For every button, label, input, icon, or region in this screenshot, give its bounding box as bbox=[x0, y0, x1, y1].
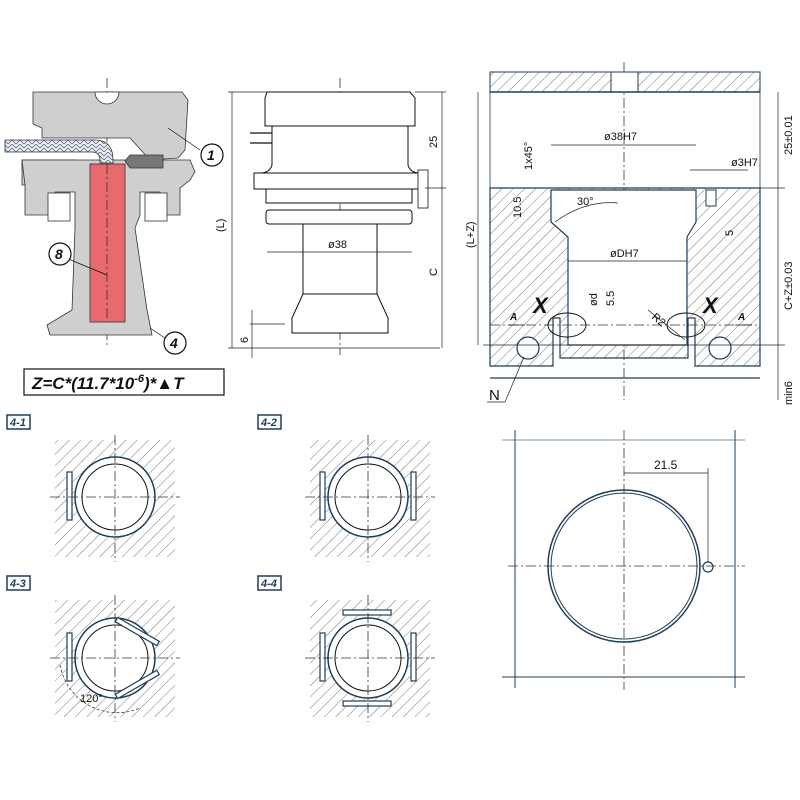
dim-L-plus-Z: (L+Z) bbox=[465, 221, 477, 248]
svg-text:4-3: 4-3 bbox=[9, 578, 26, 590]
dim-d38: ø38 bbox=[328, 239, 347, 251]
dim-30deg: 30° bbox=[577, 196, 594, 208]
label-X-right: X bbox=[701, 293, 719, 318]
variant-tag: 4-3 bbox=[6, 575, 31, 591]
part-8-insert bbox=[89, 163, 126, 323]
callout-1: 1 bbox=[167, 127, 224, 167]
dim-d3H7: ø3H7 bbox=[731, 157, 758, 169]
set-screw bbox=[124, 154, 164, 169]
svg-text:4-1: 4-1 bbox=[9, 417, 26, 429]
callout-4: 4 bbox=[149, 327, 187, 355]
svg-text:Z=C*(11.7*10-6)*▲T: Z=C*(11.7*10-6)*▲T bbox=[31, 373, 185, 393]
variant-4-1: 4-1 bbox=[6, 414, 180, 562]
svg-text:1: 1 bbox=[207, 147, 215, 163]
label-A-left: A bbox=[509, 312, 517, 323]
variant-tag: 4-4 bbox=[257, 575, 282, 591]
formula-box: Z=C*(11.7*10-6)*▲T bbox=[23, 368, 225, 396]
variant-4-3: 4-3 120° bbox=[6, 575, 180, 722]
dim-d: ød bbox=[588, 293, 600, 306]
dim-d38H7: ø38H7 bbox=[604, 131, 637, 143]
dim-L: (L) bbox=[215, 219, 227, 232]
dim-10-5: 10.5 bbox=[512, 197, 524, 218]
dim-chamfer: 1x45° bbox=[523, 142, 535, 170]
dim-5-5: 5.5 bbox=[605, 291, 617, 306]
label-A-right: A bbox=[737, 312, 745, 323]
dim-min6: min6 bbox=[783, 381, 795, 405]
callout-8: 8 bbox=[48, 242, 108, 276]
dim-25: 25 bbox=[428, 136, 440, 148]
hose bbox=[4, 139, 114, 164]
variant-tag: 4-1 bbox=[6, 414, 31, 430]
label-X-left: X bbox=[531, 293, 549, 318]
variant-4-4: 4-4 bbox=[257, 575, 435, 722]
dim-25-tol: 25±0.01 bbox=[783, 115, 795, 155]
dim-DH7: øDH7 bbox=[610, 248, 639, 260]
dim-21-5: 21.5 bbox=[654, 458, 678, 472]
assembly-section-view: 1 8 4 bbox=[4, 78, 224, 355]
svg-text:8: 8 bbox=[55, 246, 63, 262]
variant-tag: 4-2 bbox=[257, 414, 282, 430]
side-view: (L) 25 C ø38 6 bbox=[215, 78, 446, 358]
angle-120: 120° bbox=[80, 693, 103, 705]
dim-C-plus-Z: C+Z±0.03 bbox=[783, 261, 795, 310]
dim-C: C bbox=[428, 268, 440, 276]
dim-6: 6 bbox=[239, 337, 251, 343]
label-N: N bbox=[489, 387, 500, 404]
top-view: 21.5 bbox=[502, 430, 745, 690]
svg-text:4: 4 bbox=[169, 335, 178, 351]
svg-text:4-4: 4-4 bbox=[260, 578, 277, 590]
mounting-section-view: (L+Z) 25±0.01 C+Z±0.03 min6 ø38H7 1x45° … bbox=[465, 62, 795, 405]
svg-text:4-2: 4-2 bbox=[260, 417, 277, 429]
variant-4-2: 4-2 bbox=[257, 414, 435, 562]
dim-5: 5 bbox=[724, 230, 736, 236]
